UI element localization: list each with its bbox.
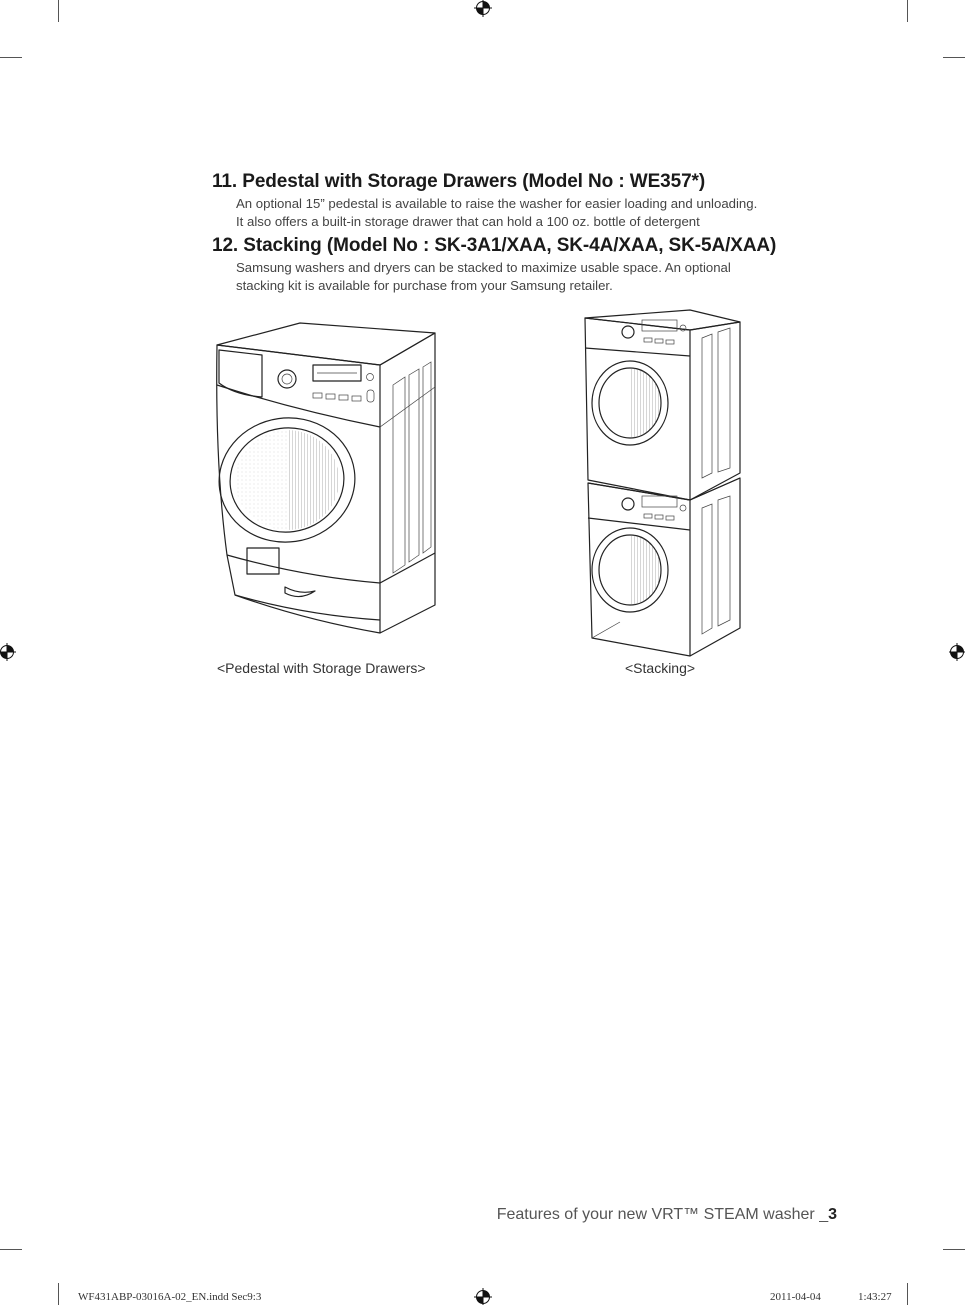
registration-mark-icon [0,643,16,661]
crop-mark [0,1249,22,1250]
crop-mark [907,1283,908,1305]
figure-caption-pedestal: <Pedestal with Storage Drawers> [217,660,426,676]
footer-title: Features of your new VRT™ STEAM washer _ [496,1206,829,1223]
crop-mark [58,0,59,22]
page-footer: Features of your new VRT™ STEAM washer _… [497,1206,837,1224]
section-body-line: An optional 15” pedestal is available to… [236,196,758,211]
section-body-line: Samsung washers and dryers can be stacke… [236,260,731,275]
slug-filename: WF431ABP-03016A-02_EN.indd Sec9:3 [78,1291,262,1303]
section-heading-stacking: 12. Stacking (Model No : SK-3A1/XAA, SK-… [212,235,777,256]
washer-on-pedestal-illustration [216,322,436,634]
section-body-line: stacking kit is available for purchase f… [236,278,613,293]
figure-caption-stacking: <Stacking> [625,660,696,676]
slug-time: 1:43:27 [858,1291,892,1303]
crop-mark [907,0,908,22]
crop-mark [943,1249,965,1250]
page-number: 3 [828,1206,837,1223]
registration-mark-icon [949,643,965,661]
section-heading-pedestal: 11. Pedestal with Storage Drawers (Model… [212,171,706,192]
section-body-line: It also offers a built-in storage drawer… [236,214,700,229]
slug-date: 2011-04-04 [770,1291,821,1303]
crop-mark [943,57,965,58]
crop-mark [58,1283,59,1305]
registration-mark-icon [474,1288,492,1305]
crop-mark [0,57,22,58]
registration-mark-icon [474,0,492,17]
stacked-washer-dryer-illustration [584,309,741,657]
